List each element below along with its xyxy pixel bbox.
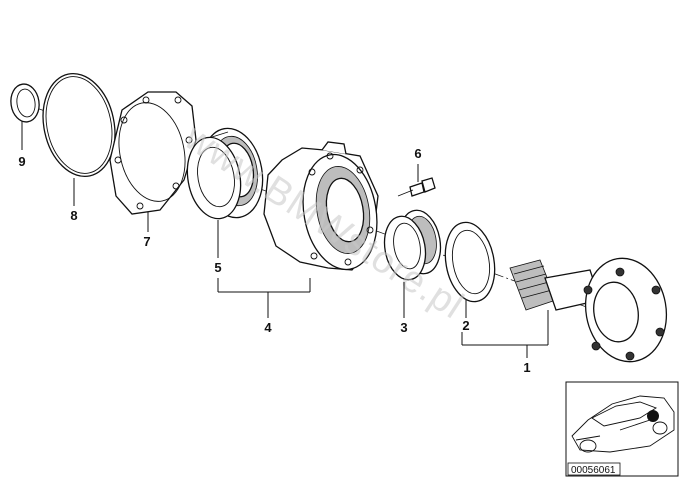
callout-8[interactable]: 8 bbox=[70, 208, 77, 223]
car-silhouette-icon bbox=[571, 395, 675, 453]
part-3-seal[interactable] bbox=[380, 207, 446, 283]
leader-lines bbox=[21, 121, 549, 358]
callout-6[interactable]: 6 bbox=[414, 146, 421, 161]
location-marker-icon bbox=[647, 410, 659, 422]
car-location-inset[interactable]: 00056061 bbox=[565, 381, 679, 477]
diagram-code: 00056061 bbox=[571, 465, 616, 476]
part-9-small-ring[interactable] bbox=[8, 82, 41, 124]
callout-4[interactable]: 4 bbox=[264, 320, 272, 335]
callout-3[interactable]: 3 bbox=[400, 320, 407, 335]
part-8-o-ring[interactable] bbox=[34, 67, 124, 183]
part-7-gasket[interactable] bbox=[109, 91, 197, 215]
part-2-ring[interactable] bbox=[439, 218, 500, 305]
part-6-bolt[interactable] bbox=[397, 177, 436, 197]
callout-7[interactable]: 7 bbox=[143, 234, 150, 249]
callout-9[interactable]: 9 bbox=[18, 154, 25, 169]
part-5-roller-bearing[interactable] bbox=[181, 123, 269, 222]
callout-1[interactable]: 1 bbox=[523, 360, 530, 375]
callout-5[interactable]: 5 bbox=[214, 260, 221, 275]
part-4-housing[interactable] bbox=[263, 141, 386, 275]
callout-2[interactable]: 2 bbox=[462, 318, 469, 333]
part-1-output-flange[interactable] bbox=[509, 252, 674, 368]
